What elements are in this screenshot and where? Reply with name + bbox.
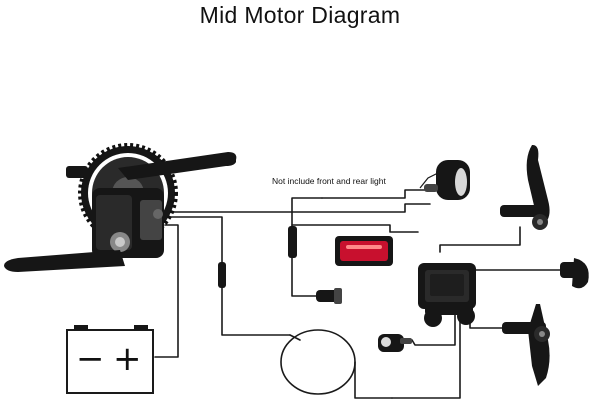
inline-connector [218,262,226,288]
wire-to-right-brake [439,226,521,253]
diagram-title: Mid Motor Diagram [199,2,401,28]
wire-to-tail-light [291,257,319,297]
wire-junction [288,226,297,258]
wire-harness [154,189,581,399]
battery-plus-sign: + [113,339,142,379]
wire-to-headlight [291,197,323,213]
brake-lever-left [502,304,550,386]
speed-sensor [378,334,412,352]
front-light [419,160,470,200]
wire-to-speed-sensor [391,311,461,399]
brake-lever-right [500,144,550,230]
battery [66,325,154,394]
battery-cable [154,224,179,358]
motor-secondary-cable [167,216,291,336]
mid-motor [4,143,237,272]
rear-light [335,236,393,266]
tail-light-connector [316,288,342,304]
thumb-throttle [560,258,589,289]
display-unit [418,263,476,327]
battery-minus-sign: − [76,339,105,379]
coiled-cable [280,329,356,395]
light-note: Not include front and rear light [272,176,386,186]
wire-to-display [291,224,419,233]
